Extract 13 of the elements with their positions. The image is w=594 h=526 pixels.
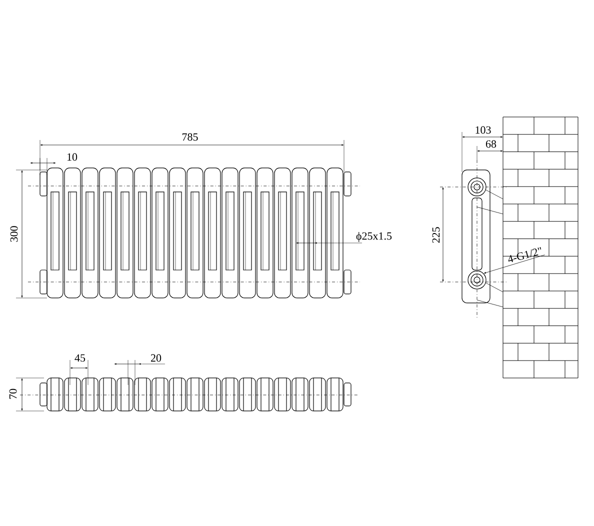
dimension-label: 68 bbox=[486, 140, 496, 148]
dimension-label: 10 bbox=[67, 153, 78, 161]
dimension-label: 225 bbox=[432, 227, 440, 243]
dimension-label: 20 bbox=[151, 354, 162, 362]
inlet-port bbox=[468, 270, 486, 290]
dimension-label: 70 bbox=[9, 388, 17, 399]
thread-label: 4-G1/2" bbox=[508, 247, 541, 262]
dimension-label: 300 bbox=[10, 226, 18, 242]
dimension-label: 45 bbox=[74, 354, 86, 362]
dimension-label: 103 bbox=[476, 126, 491, 134]
dimension-label: 785 bbox=[182, 133, 198, 141]
dimension-label: ϕ25x1.5 bbox=[356, 232, 392, 242]
leader-line bbox=[484, 254, 545, 274]
